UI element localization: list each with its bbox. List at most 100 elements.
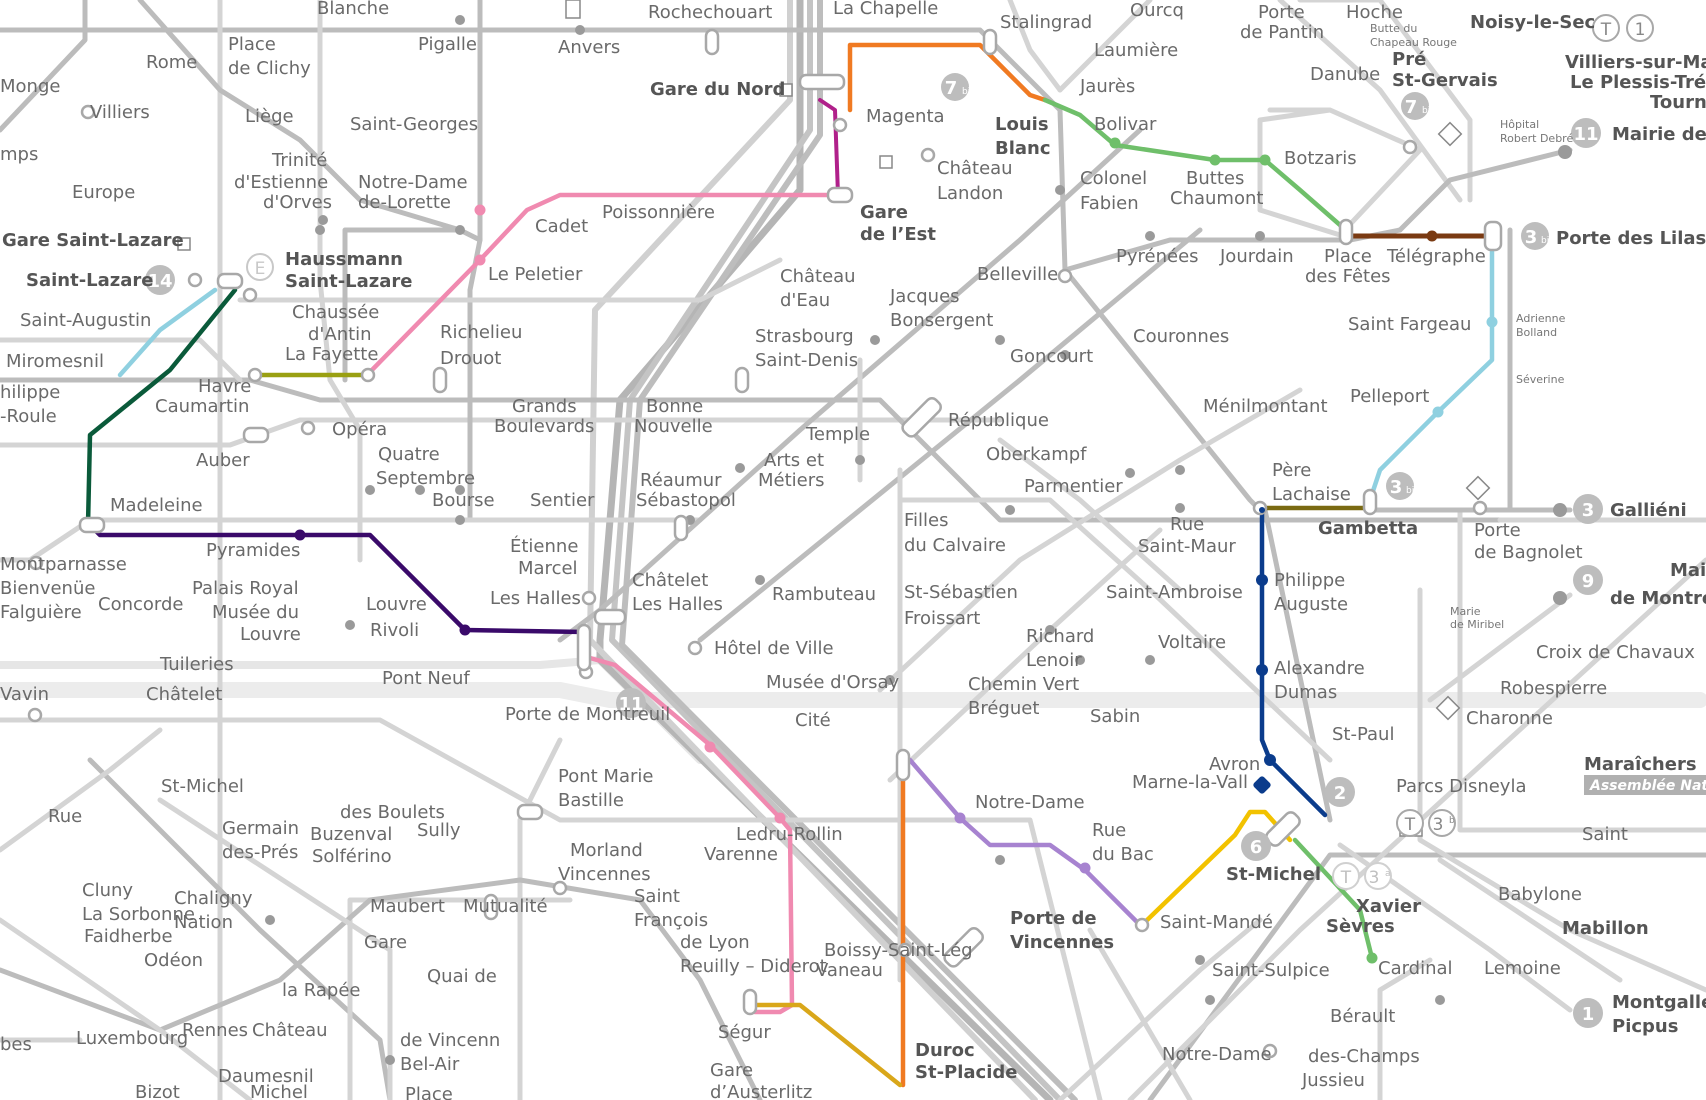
- station-label: Robert Debré: [1500, 132, 1573, 145]
- station-label: du Bac: [1092, 844, 1154, 865]
- line-10-gold: [752, 1002, 903, 1088]
- station-label: Caumartin: [155, 396, 249, 417]
- station-label: Voltaire: [1158, 632, 1226, 653]
- station-label: de Montre: [1610, 588, 1706, 609]
- station-label: Avron: [1209, 754, 1260, 775]
- station-label: Quatre: [378, 444, 440, 465]
- badge-T3b-sup: b: [1449, 816, 1455, 826]
- station-label: Marie: [1450, 605, 1481, 618]
- station-label: Rue: [48, 806, 82, 827]
- station-label: Mabillon: [1562, 918, 1649, 939]
- station-label: Les Halles: [632, 594, 723, 615]
- station-label: St-Michel: [161, 776, 244, 797]
- station-label: St-Placide: [915, 1062, 1017, 1083]
- line-8-purple: [92, 527, 588, 635]
- station-label: Jussieu: [1301, 1070, 1365, 1091]
- badge-T3a-sup: a: [1385, 869, 1391, 879]
- station-label: Mai: [1670, 560, 1706, 581]
- station-label: Fabien: [1080, 193, 1139, 214]
- station-label: Monge: [0, 76, 60, 97]
- station-label: Pont Neuf: [382, 668, 470, 689]
- station-label: -Roule: [0, 406, 57, 427]
- station-label: Vaneau: [816, 960, 883, 981]
- station-label: Gare: [860, 202, 908, 223]
- station-label: des Boulets: [340, 802, 445, 823]
- station-label: Rennes: [182, 1020, 248, 1041]
- station-label: Morland: [570, 840, 643, 861]
- station-label: Xavier: [1356, 896, 1421, 917]
- badge-2: 2: [1334, 783, 1347, 804]
- station-label: Bérault: [1330, 1006, 1395, 1027]
- station-label: Saint-Augustin: [20, 310, 151, 331]
- badge-3bis-a: 3: [1525, 227, 1538, 248]
- line-badges: 14 7 bis 7 bis 11 3 bis 3 bis 3 9 11 2 6…: [145, 14, 1706, 1028]
- station-label: Chemin Vert: [968, 674, 1079, 695]
- station-label: Tourn: [1650, 92, 1706, 113]
- station-label: Trinité: [271, 150, 327, 171]
- station-label: Sèvres: [1326, 916, 1395, 937]
- station-label: Chaussée: [292, 302, 379, 323]
- station-label: Babylone: [1498, 884, 1582, 905]
- station-label: Lenoir: [1026, 650, 1082, 671]
- station-label: Belleville: [977, 264, 1058, 285]
- station-label: Bréguet: [968, 698, 1039, 719]
- station-label: Bonne: [646, 396, 703, 417]
- station-label: Notre-Dame: [975, 792, 1085, 813]
- station-label: République: [948, 410, 1049, 431]
- station-label: Lachaise: [1272, 484, 1351, 505]
- station-label: Métiers: [758, 470, 825, 491]
- station-label: St-Sébastien: [904, 582, 1018, 603]
- line-7-pink-south: [587, 655, 795, 1015]
- station-label: Notre-Dame: [358, 172, 468, 193]
- line-7-pink: [367, 192, 843, 375]
- station-label: Saint Fargeau: [1348, 314, 1471, 335]
- station-label: Hoche: [1346, 2, 1403, 23]
- station-label: Solférino: [312, 846, 392, 867]
- station-label: Magenta: [866, 106, 945, 127]
- line-lavender: [907, 757, 1143, 928]
- station-label: Sentier: [530, 490, 595, 511]
- station-label: des-Prés: [222, 842, 298, 863]
- line-13-teal: [117, 287, 218, 378]
- badge-11: 11: [618, 694, 643, 715]
- station-label: Château: [780, 266, 856, 287]
- station-label: Danube: [1310, 64, 1380, 85]
- station-label: Place: [1324, 246, 1372, 267]
- station-label: Pyrénées: [1116, 246, 1199, 267]
- station-label: Adrienne: [1516, 312, 1566, 325]
- station-label: Saint-Georges: [350, 114, 478, 135]
- station-label: Chaumont: [1170, 188, 1263, 209]
- badge-7bis-a-sup: bis: [962, 87, 975, 97]
- station-label: Maubert: [370, 896, 445, 917]
- station-label: Botzaris: [1284, 148, 1357, 169]
- station-label: Galliéni: [1610, 500, 1687, 521]
- station-label: Saint-Maur: [1138, 536, 1236, 557]
- station-label: Parmentier: [1024, 476, 1123, 497]
- station-label: Dumas: [1274, 682, 1337, 703]
- badge-14: 14: [147, 271, 172, 292]
- station-label: d'Eau: [780, 290, 830, 311]
- station-label: François: [634, 910, 708, 931]
- station-label: Mutualité: [463, 896, 548, 917]
- station-label: Boissy-Saint-Lég: [824, 940, 973, 961]
- station-label: Rue: [1170, 514, 1204, 535]
- station-label: Concorde: [98, 594, 183, 615]
- station-label: Odéon: [144, 950, 203, 971]
- station-label: hilippe: [0, 382, 60, 403]
- station-label: Pré: [1392, 49, 1426, 70]
- station-label: St-Michel: [1226, 864, 1321, 885]
- station-label: Porte de: [1010, 908, 1097, 929]
- station-label: Buzenval: [310, 824, 392, 845]
- station-label: Filles: [904, 510, 949, 531]
- station-label: Goncourt: [1010, 346, 1093, 367]
- colored-lines: [85, 42, 1495, 1088]
- station-label: Saint-Lazare: [26, 270, 154, 291]
- station-label: Bourse: [432, 490, 495, 511]
- station-label: Louvre: [366, 594, 427, 615]
- station-label: Drouot: [440, 348, 501, 369]
- station-label: d'Orves: [263, 192, 332, 213]
- station-label: Cluny: [82, 880, 133, 901]
- station-label: des-Champs: [1308, 1046, 1420, 1067]
- station-label: Musée d'Orsay: [766, 672, 900, 693]
- station-label: Robespierre: [1500, 678, 1607, 699]
